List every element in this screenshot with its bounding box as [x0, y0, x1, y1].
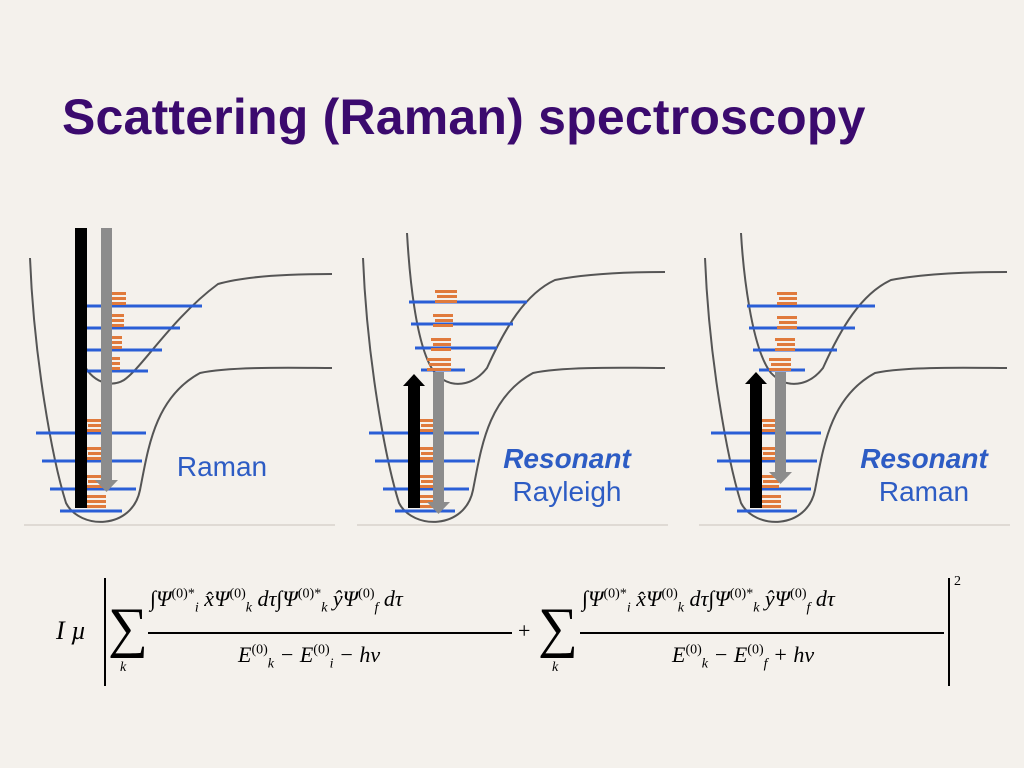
potential-energy-diagram-resonant-rayleigh	[357, 232, 668, 526]
population-bars	[84, 292, 126, 508]
plus-sign: +	[518, 618, 531, 643]
ground-state-curve	[362, 257, 666, 523]
numerator-2: ∫Ψ(0)*i x̂Ψ(0)k dτ∫Ψ(0)*k ŷΨ(0)f dτ	[582, 586, 835, 616]
population-bars	[417, 290, 457, 508]
ground-levels	[36, 431, 146, 513]
page-title: Scattering (Raman) spectroscopy	[62, 89, 866, 145]
excitation-arrow	[75, 228, 87, 508]
ground-state-curve	[704, 257, 1008, 523]
sum-symbol-1: ∑	[108, 597, 148, 659]
sum-index-2: k	[552, 660, 559, 675]
diagram-panel-resonant-raman: Resonant Raman	[697, 228, 1012, 528]
emission-arrow	[95, 228, 118, 492]
ground-state-curve	[29, 257, 333, 523]
panel-label-plain: Raman	[878, 476, 970, 507]
left-abs-bar	[104, 578, 106, 686]
panel-label-emphasis: Resonant	[860, 443, 988, 474]
equation-lhs: I µ	[56, 616, 87, 645]
numerator-1: ∫Ψ(0)*i x̂Ψ(0)k dτ∫Ψ(0)*k ŷΨ(0)f dτ	[150, 586, 403, 616]
ground-levels	[369, 431, 479, 513]
excitation-arrow	[403, 374, 425, 508]
right-abs-bar	[948, 578, 950, 686]
potential-energy-diagram-raman	[24, 228, 335, 526]
panel-label-plain: Rayleigh	[512, 476, 622, 507]
emission-arrow	[769, 372, 792, 484]
denominator-1: E(0)k − E(0)i − hν	[238, 642, 381, 672]
panel-label-emphasis: Resonant	[503, 443, 631, 474]
exponent: 2	[954, 574, 961, 589]
excited-levels	[747, 304, 875, 372]
denominator-2: E(0)k − E(0)f + hν	[672, 642, 815, 672]
excited-state-curve	[406, 232, 666, 385]
panel-label-resonant-raman: Resonant Raman	[839, 442, 1009, 508]
emission-arrow	[427, 372, 450, 514]
panel-label-resonant-rayleigh: Resonant Rayleigh	[487, 442, 647, 508]
population-bars	[759, 292, 797, 508]
sum-symbol-2: ∑	[538, 597, 578, 659]
panel-label-plain: Raman	[176, 451, 268, 482]
excited-state-curve	[740, 232, 1008, 385]
excitation-arrow	[745, 372, 767, 508]
ground-levels	[711, 431, 821, 513]
fraction-bar-1	[148, 632, 512, 634]
diagram-panel-resonant-rayleigh: Resonant Rayleigh	[355, 228, 670, 528]
fraction-bar-2	[580, 632, 944, 634]
potential-energy-diagram-resonant-raman	[699, 232, 1010, 526]
raman-intensity-equation: I µ ∑ k ∫Ψ(0)*i x̂Ψ(0)k dτ∫Ψ(0)*k ŷΨ(0)f…	[40, 570, 1000, 700]
sum-index-1: k	[120, 660, 127, 675]
panel-label-raman: Raman	[147, 450, 297, 483]
diagram-panel-raman: Raman	[22, 228, 337, 528]
